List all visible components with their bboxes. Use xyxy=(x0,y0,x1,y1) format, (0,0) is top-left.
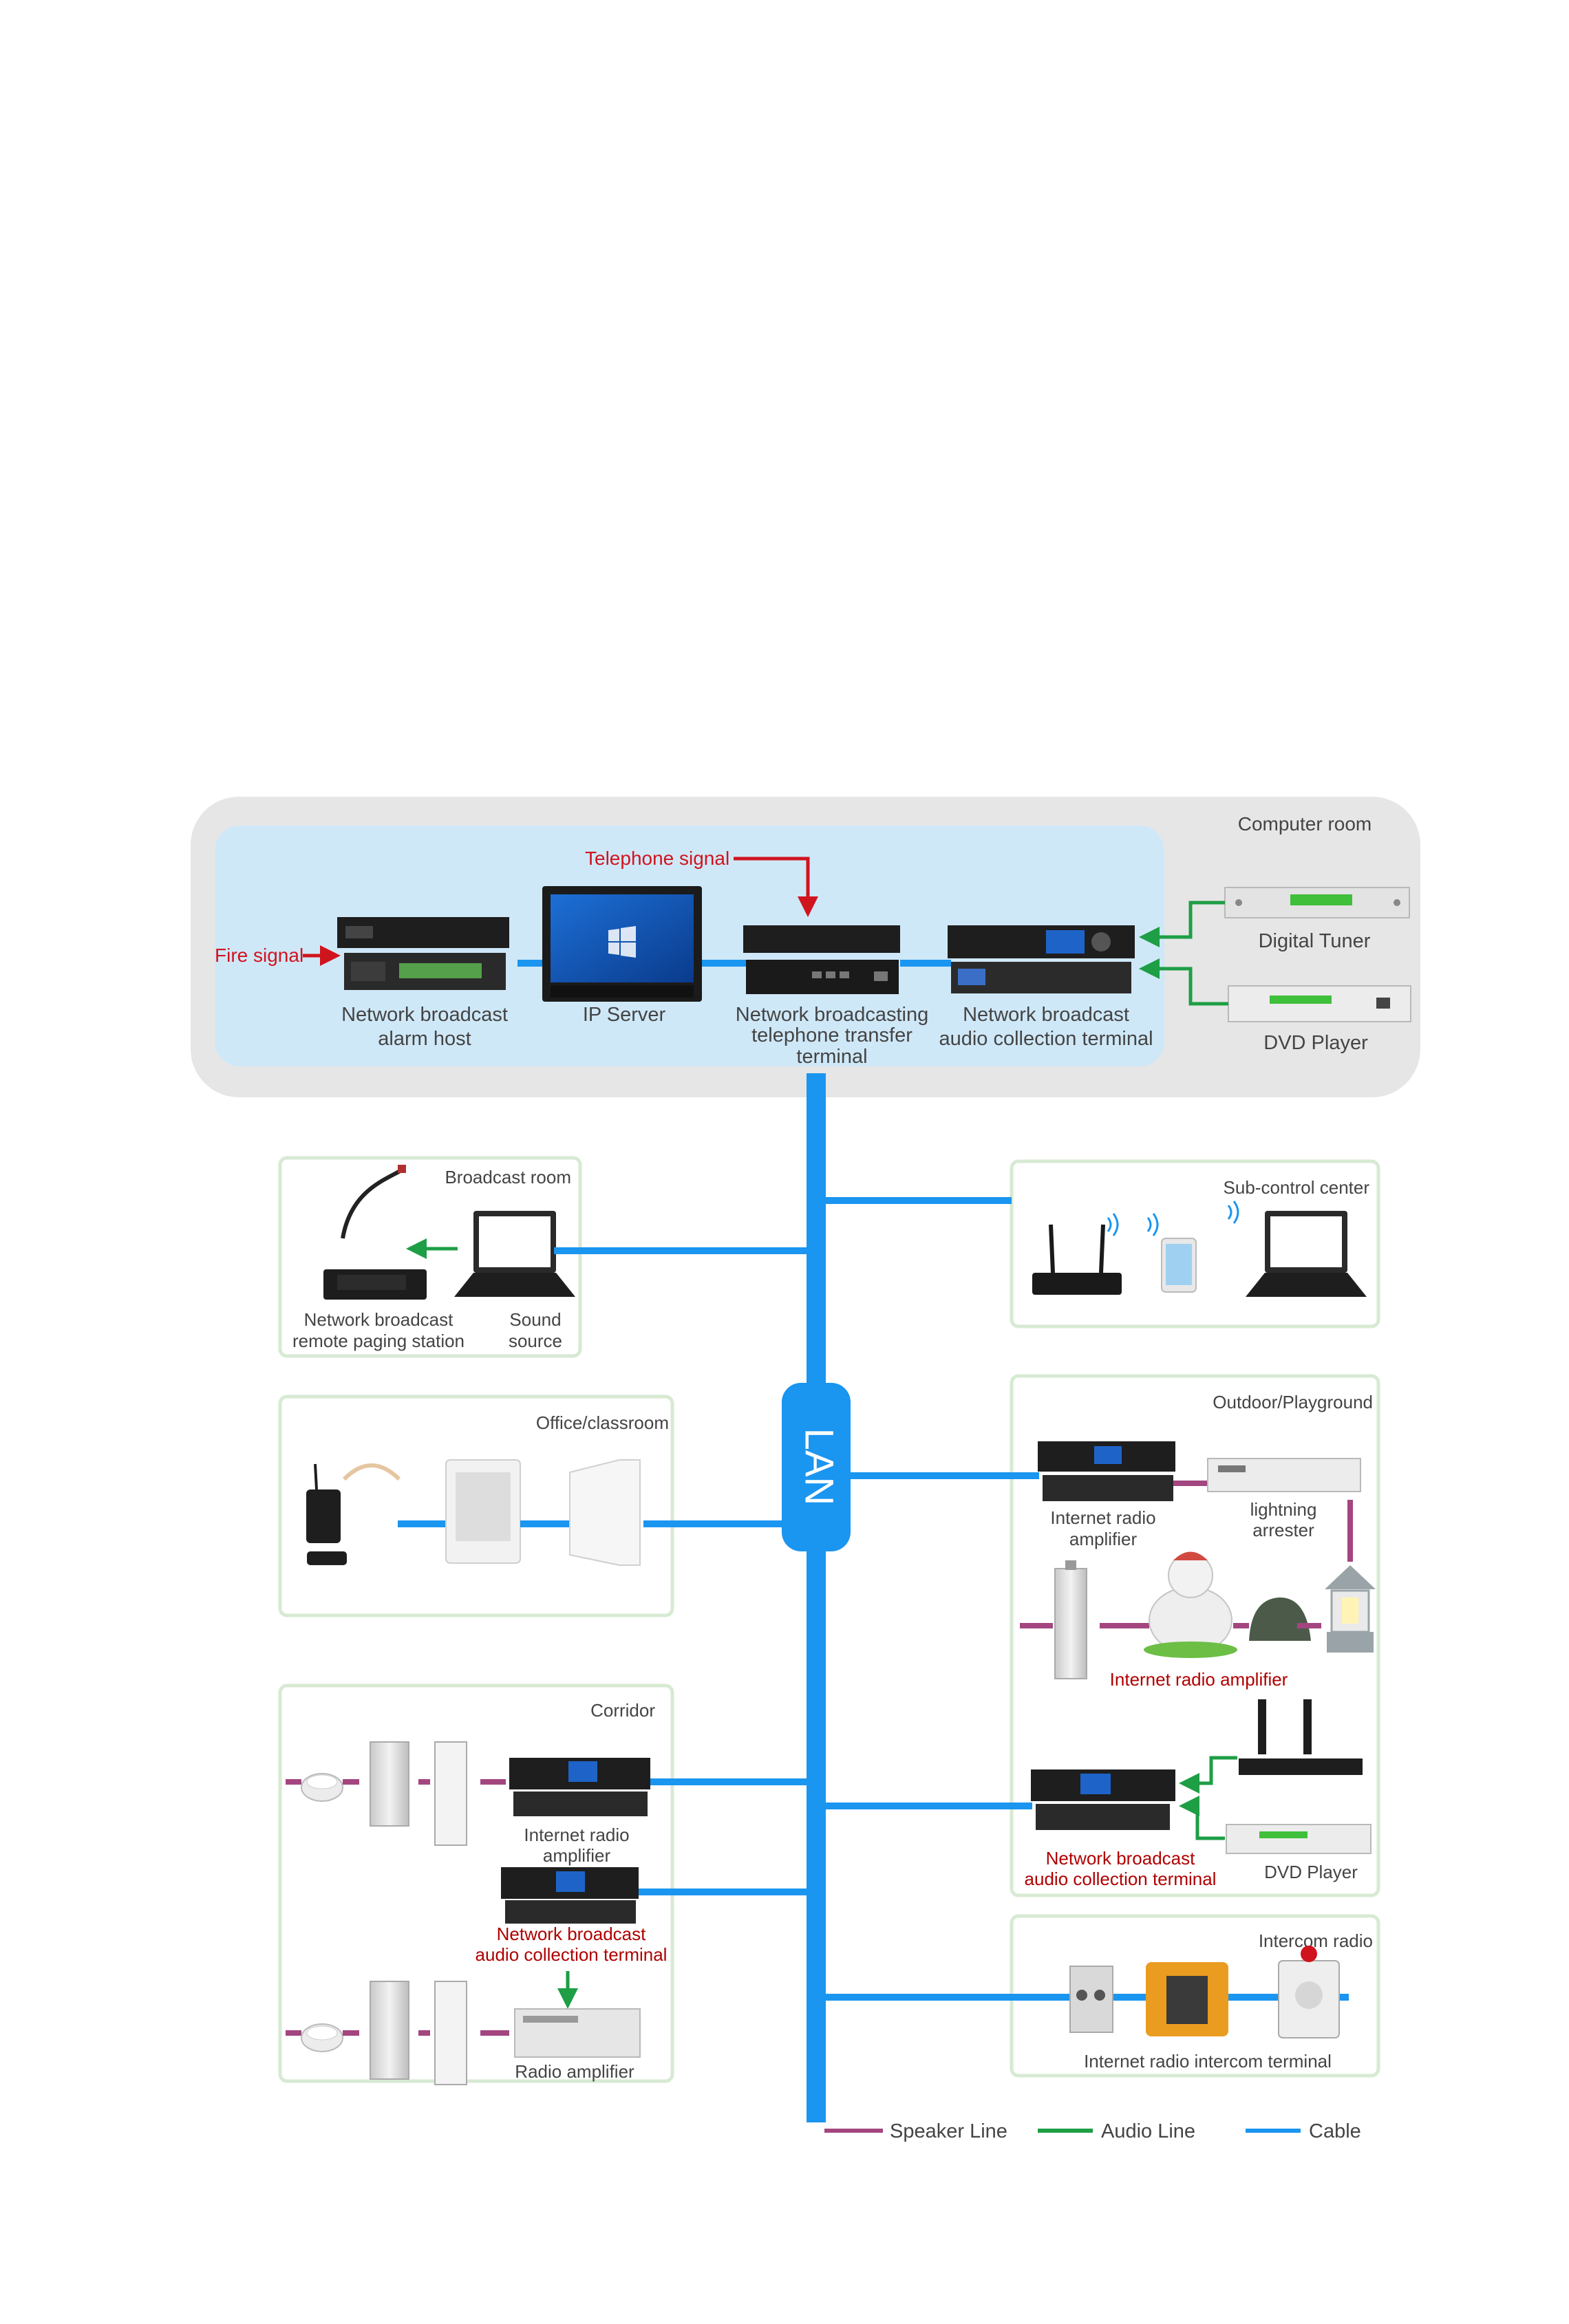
corridor-column-speaker-4 xyxy=(434,1981,467,2085)
intercom-terminal-label: Internet radio intercom terminal xyxy=(1084,2051,1332,2072)
fire-signal-label: Fire signal xyxy=(215,945,303,966)
legend-speaker-label: Speaker Line xyxy=(890,2120,1007,2142)
lan-backbone: LAN xyxy=(782,1073,851,2122)
telephone-signal-arrow xyxy=(734,857,818,917)
radio-amplifier-label: Radio amplifier xyxy=(515,2061,634,2082)
corridor-collection-device xyxy=(501,1867,639,1924)
audio-line-tuner xyxy=(1139,901,1225,947)
telephone-signal: Telephone signal xyxy=(585,848,818,917)
outdoor-collection-label-1: Network broadcast xyxy=(1046,1848,1196,1869)
corridor-column-speaker-3 xyxy=(370,1981,409,2080)
corridor-collection-label-1: Network broadcast xyxy=(497,1924,647,1944)
dvd-player-label: DVD Player xyxy=(1263,1032,1368,1054)
broadcast-room-title: Broadcast room xyxy=(445,1167,571,1187)
lightning-arrester-label-1: lightning xyxy=(1250,1499,1317,1520)
sound-source-laptop xyxy=(454,1211,575,1297)
audio-line-mics xyxy=(1179,1756,1237,1794)
column-speaker-outdoor xyxy=(1054,1560,1087,1679)
lan-label: LAN xyxy=(797,1428,842,1506)
intercom-terminal-3 xyxy=(1278,1946,1340,2038)
outdoor-amp-label-2: amplifier xyxy=(1069,1529,1138,1549)
ip-server-device xyxy=(542,886,702,1002)
wireless-handheld-mics xyxy=(1239,1699,1363,1775)
corridor-title: Corridor xyxy=(590,1700,655,1721)
corridor-column-speaker-1 xyxy=(370,1741,409,1827)
telephone-terminal-device xyxy=(743,925,900,994)
telephone-terminal-label-2: telephone transfer xyxy=(751,1024,912,1046)
intercom-terminal-2 xyxy=(1146,1962,1228,2036)
audio-collection-label-1: Network broadcast xyxy=(963,1004,1129,1026)
router-device xyxy=(1032,1213,1122,1295)
audio-collection-device xyxy=(948,925,1135,993)
telephone-signal-label: Telephone signal xyxy=(585,848,729,869)
alarm-host-label-2: alarm host xyxy=(378,1028,471,1050)
sub-control-laptop xyxy=(1227,1201,1367,1297)
sub-control-title: Sub-control center xyxy=(1224,1177,1370,1198)
outdoor-collection-label-2: audio collection terminal xyxy=(1025,1869,1217,1889)
dvd-player-device xyxy=(1228,985,1411,1022)
corridor-amp-label-2: amplifier xyxy=(543,1845,611,1866)
outdoor-amp-red-label: Internet radio amplifier xyxy=(1110,1669,1288,1690)
corridor-ceiling-speaker-1 xyxy=(301,1773,343,1802)
digital-tuner-label: Digital Tuner xyxy=(1259,930,1371,952)
legend-cable-label: Cable xyxy=(1309,2120,1361,2142)
wireless-mic-device xyxy=(306,1463,401,1565)
wall-speaker-device xyxy=(569,1459,641,1566)
outdoor-dvd-device xyxy=(1226,1824,1371,1854)
radio-amplifier-device xyxy=(514,2008,641,2058)
outdoor-collection-device xyxy=(1031,1769,1175,1830)
lightning-arrester-device xyxy=(1207,1458,1361,1492)
outdoor-amp-label-1: Internet radio xyxy=(1050,1507,1155,1528)
ip-server-label: IP Server xyxy=(583,1004,666,1026)
fire-signal: Fire signal xyxy=(215,945,341,966)
outdoor-title: Outdoor/Playground xyxy=(1213,1392,1373,1412)
intercom-title: Intercom radio xyxy=(1259,1930,1373,1951)
intercom-terminal-1 xyxy=(1069,1966,1113,2033)
alarm-host-label-1: Network broadcast xyxy=(341,1004,508,1026)
outdoor-dvd-label: DVD Player xyxy=(1264,1862,1358,1882)
corridor-amp-device xyxy=(509,1758,650,1816)
corridor-collection-label-2: audio collection terminal xyxy=(476,1944,668,1965)
lantern-speaker xyxy=(1325,1565,1376,1653)
office-title: Office/classroom xyxy=(536,1412,669,1433)
tablet-device xyxy=(1146,1213,1197,1293)
dog-speaker xyxy=(1144,1551,1237,1658)
audio-collection-label-2: audio collection terminal xyxy=(939,1028,1153,1050)
paging-station-label-2: remote paging station xyxy=(292,1331,465,1351)
ceiling-speaker-device xyxy=(445,1459,521,1564)
corridor-column-speaker-2 xyxy=(434,1741,467,1846)
rock-speaker xyxy=(1249,1597,1311,1641)
computer-room-title: Computer room xyxy=(1238,813,1372,835)
corridor-ceiling-speaker-2 xyxy=(301,2023,343,2052)
audio-line-dvd xyxy=(1139,958,1228,1006)
outdoor-amp-device xyxy=(1038,1441,1175,1501)
paging-station-label-1: Network broadcast xyxy=(304,1309,454,1330)
legend-audio-label: Audio Line xyxy=(1101,2120,1195,2142)
alarm-host-device xyxy=(337,917,509,990)
digital-tuner-device xyxy=(1224,887,1410,918)
legend: Speaker Line Audio Line Cable xyxy=(824,2120,1361,2142)
sound-source-label-2: source xyxy=(509,1331,562,1351)
audio-line-outdoor-dvd xyxy=(1179,1796,1225,1840)
lan-badge xyxy=(782,1383,851,1551)
telephone-terminal-label-1: Network broadcasting xyxy=(736,1004,928,1026)
corridor-amp-label-1: Internet radio xyxy=(524,1825,629,1845)
sound-source-label-1: Sound xyxy=(509,1309,561,1330)
lightning-arrester-label-2: arrester xyxy=(1252,1520,1314,1540)
paging-station-device xyxy=(323,1165,427,1300)
telephone-terminal-label-3: terminal xyxy=(796,1046,867,1068)
